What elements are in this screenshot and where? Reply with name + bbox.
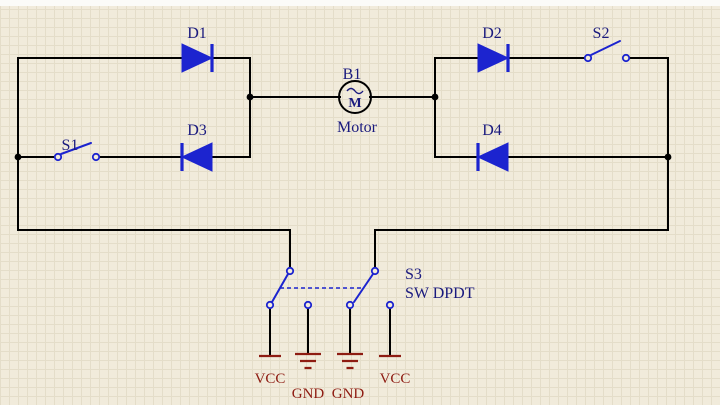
diode-d2: D2: [477, 25, 510, 73]
motor-designator-label: B1: [343, 66, 362, 83]
switch-terminal-icon: [621, 53, 631, 63]
vcc-right-label: VCC: [380, 371, 411, 387]
motor-name-label: Motor: [337, 119, 378, 136]
switch-s3-label: S3: [405, 266, 422, 283]
switch-s3-type-label: SW DPDT: [405, 285, 475, 302]
diode-d4: D4: [476, 122, 509, 172]
diode-d1: D1: [181, 25, 214, 73]
diode-triangle-icon: [476, 142, 509, 172]
motor-wave-icon: [346, 87, 364, 95]
page-top-margin: [0, 0, 720, 6]
dpdt-pole-terminal-icon: [370, 266, 380, 276]
diode-triangle-icon: [181, 43, 214, 73]
motor-glyph: M: [348, 96, 361, 111]
junction-dot: [246, 93, 254, 101]
junction-dot: [14, 153, 22, 161]
gnd-right-label: GND: [332, 386, 365, 402]
junction-dot: [431, 93, 439, 101]
wire-left-vertical-and-bottom-left: [17, 57, 291, 269]
switch-terminal-icon: [91, 152, 101, 162]
diode-d4-label: D4: [482, 122, 502, 139]
switch-s3-dpdt: S3 SW DPDT: [265, 266, 475, 310]
vcc-symbol-right: VCC: [379, 354, 411, 387]
dpdt-throw-terminal-icon: [265, 300, 275, 310]
diode-d1-label: D1: [187, 25, 207, 42]
vcc-left-label: VCC: [255, 371, 286, 387]
switch-s1: S1: [53, 137, 101, 162]
dpdt-blade-icon: [353, 273, 374, 303]
dpdt-throw-terminal-icon: [303, 300, 313, 310]
switch-s1-label: S1: [62, 137, 79, 154]
switch-blade-icon: [60, 142, 92, 155]
switch-terminal-icon: [53, 152, 63, 162]
switch-s2: S2: [583, 25, 631, 63]
junction-dots: [14, 93, 672, 161]
motor-b1: M B1 Motor: [337, 66, 378, 136]
dpdt-throw-terminal-icon: [385, 300, 395, 310]
vcc-symbol-left: VCC: [255, 354, 286, 387]
diode-triangle-icon: [477, 43, 510, 73]
motor-body-icon: [338, 80, 372, 114]
ground-bars-icon: [337, 352, 363, 370]
ground-symbol-right: GND: [332, 352, 365, 402]
switch-terminal-icon: [583, 53, 593, 63]
junction-dot: [664, 153, 672, 161]
ground-bars-icon: [295, 352, 321, 370]
switch-blade-icon: [590, 40, 621, 56]
switch-s2-label: S2: [593, 25, 610, 42]
dpdt-pole-terminal-icon: [285, 266, 295, 276]
ground-symbol-left: GND: [292, 352, 325, 402]
wires: [17, 57, 669, 357]
diode-d2-label: D2: [482, 25, 502, 42]
wire-right-vertical-and-bottom-right: [374, 57, 669, 269]
diode-triangle-icon: [180, 142, 213, 172]
diode-d3: D3: [180, 122, 213, 172]
dpdt-throw-terminal-icon: [345, 300, 355, 310]
diode-d3-label: D3: [187, 122, 207, 139]
gnd-left-label: GND: [292, 386, 325, 402]
